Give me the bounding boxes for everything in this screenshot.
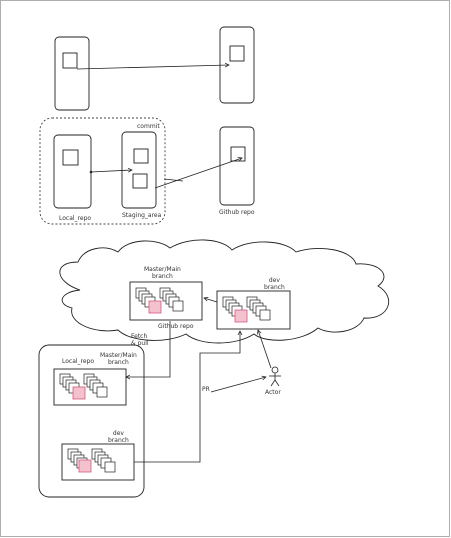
push-arrow-top — [76, 65, 229, 70]
push-arrow-middle — [154, 158, 242, 189]
merge-arrow — [204, 298, 218, 303]
small-tick-line — [163, 178, 184, 182]
cloud-master-branch-label: Master/Main branch — [144, 266, 181, 280]
local-master-commit-stack — [59, 373, 108, 400]
local-dev-highlight-commit — [78, 459, 92, 473]
actor-figure — [269, 366, 281, 387]
fetch-pull-label: Fetch & pull — [131, 333, 149, 347]
cloud-master-branch-box — [129, 281, 203, 321]
pr-arrow — [210, 377, 266, 393]
commit-label: commit — [137, 123, 160, 130]
cloud-master-highlight-commit — [148, 300, 162, 314]
local-dev-branch-label: dev branch — [108, 430, 129, 444]
staging-area-label: Staging_area — [122, 212, 162, 219]
actor-arrow — [258, 330, 272, 369]
top-local-repo-node — [54, 36, 90, 111]
pr-label: PR — [202, 386, 210, 393]
actor-label: Actor — [265, 389, 281, 396]
github-repo-node — [219, 126, 255, 206]
staging-area-node — [121, 131, 157, 209]
cloud-dev-highlight-commit — [234, 309, 248, 323]
local-repo-label-bottom: Local_repo — [62, 358, 95, 365]
github-repo-label-top: Github repo — [219, 209, 255, 216]
local-master-branch-box — [53, 368, 127, 406]
fetch-pull-arrow — [126, 321, 171, 377]
local-dev-commit-stack — [67, 448, 116, 473]
local-group-dashed-frame — [39, 117, 166, 225]
push-dev-arrow — [134, 331, 240, 463]
github-repo-label-cloud: Github repo — [158, 323, 194, 330]
local-master-branch-label: Master/Main branch — [100, 352, 137, 366]
cloud-dev-branch-label: dev branch — [264, 277, 285, 291]
local-repo-label-top: Local_repo — [59, 215, 92, 222]
commit-arrow — [90, 170, 132, 172]
local-master-highlight-commit — [72, 386, 86, 400]
cloud-master-commit-stack — [135, 287, 184, 314]
cloud-dev-commit-stack — [222, 296, 271, 323]
cloud-dev-branch-box — [216, 290, 291, 330]
local-repo-node — [53, 134, 92, 209]
local-dev-branch-box — [61, 443, 135, 481]
